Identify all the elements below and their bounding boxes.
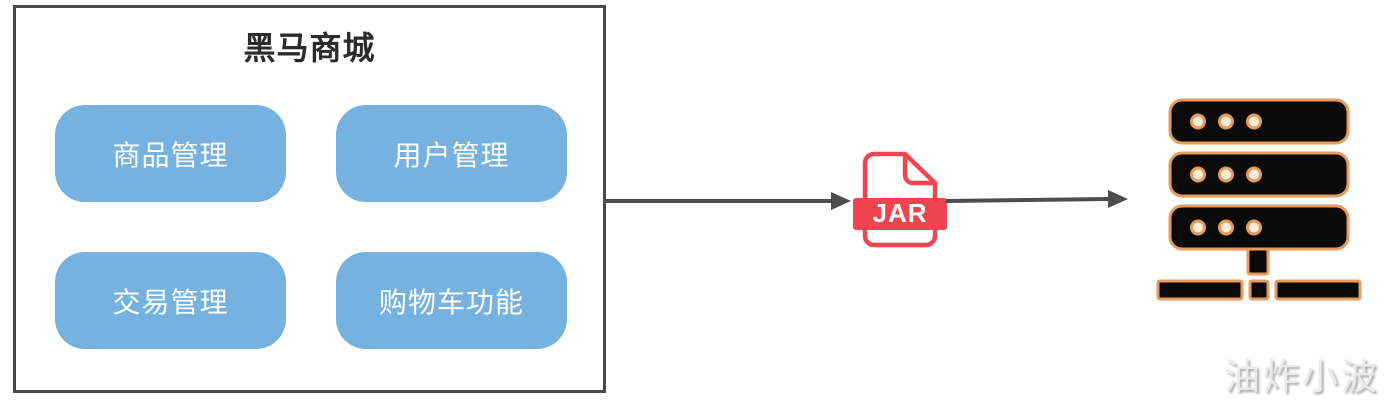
box-title: 黑马商城 xyxy=(243,30,376,66)
jar-file-icon: JAR xyxy=(853,151,947,248)
jar-label: JAR xyxy=(872,198,927,228)
module-user-management: 用户管理 xyxy=(336,105,567,202)
module-trade-management: 交易管理 xyxy=(55,252,286,349)
module-cart-function: 购物车功能 xyxy=(336,252,567,349)
module-label: 用户管理 xyxy=(393,139,510,171)
module-label: 交易管理 xyxy=(112,286,229,318)
arrow-jar-to-server-icon xyxy=(946,190,1128,208)
heima-mall-box: 黑马商城 商品管理 用户管理 交易管理 购物车功能 xyxy=(13,5,606,393)
module-label: 购物车功能 xyxy=(378,286,524,318)
arrow-box-to-jar-icon xyxy=(603,192,851,210)
module-label: 商品管理 xyxy=(112,139,229,171)
server-icon xyxy=(1156,98,1362,301)
module-product-management: 商品管理 xyxy=(55,105,286,202)
watermark: 油炸小波 xyxy=(1224,356,1381,397)
